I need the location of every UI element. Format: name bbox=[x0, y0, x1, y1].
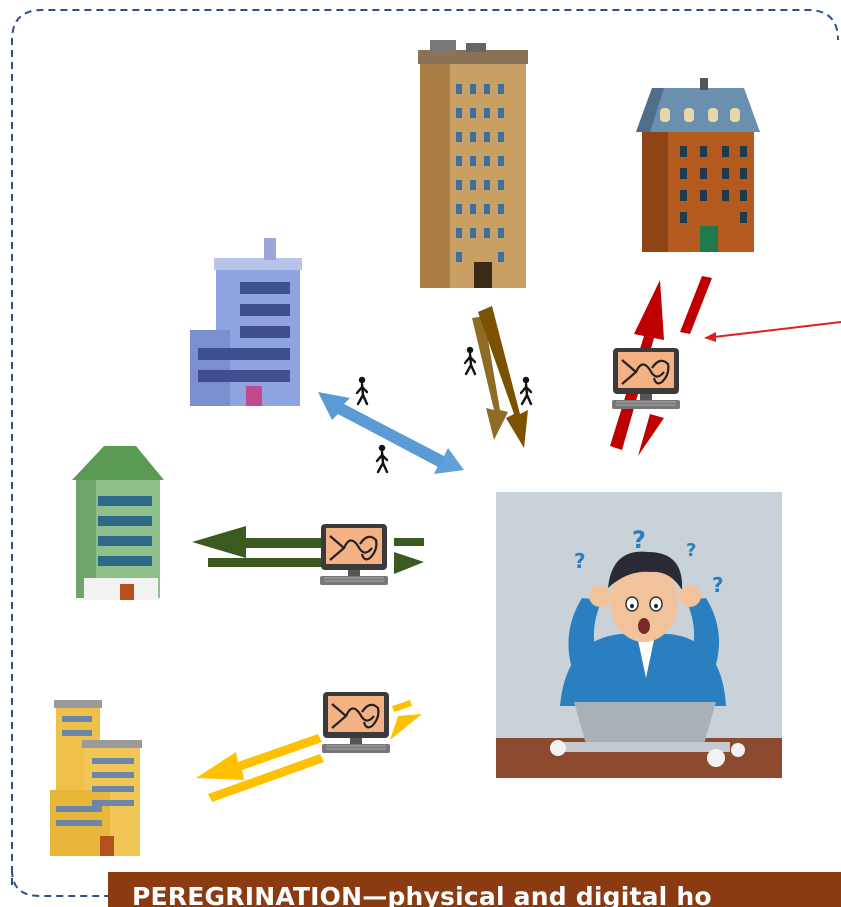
computer-icon bbox=[612, 348, 680, 409]
blue-walk-arrow bbox=[318, 392, 464, 474]
walker-icon bbox=[465, 347, 475, 374]
yellow-stepped-building bbox=[50, 700, 142, 856]
green-digital-arrow bbox=[192, 526, 424, 574]
green-roof-building bbox=[72, 446, 164, 600]
walker-icon bbox=[357, 377, 367, 404]
red-pointer-arrow bbox=[704, 322, 841, 342]
walker-icon bbox=[377, 445, 387, 472]
brown-walk-arrow bbox=[472, 306, 528, 448]
tall-tan-building bbox=[418, 40, 528, 288]
svg-text:?: ? bbox=[712, 573, 724, 597]
brick-mansard-building bbox=[636, 78, 760, 252]
banner-title: PEREGRINATION—physical and digital ho bbox=[132, 882, 712, 907]
svg-text:?: ? bbox=[574, 549, 586, 573]
confused-person-at-laptop: ? ? ? ? bbox=[496, 492, 782, 778]
svg-text:?: ? bbox=[632, 526, 646, 554]
blue-office-building bbox=[190, 238, 302, 406]
computer-icon bbox=[322, 692, 390, 753]
svg-text:?: ? bbox=[686, 540, 696, 561]
dashed-frame-bottom bbox=[12, 870, 108, 896]
banner: PEREGRINATION—physical and digital ho bbox=[108, 872, 841, 907]
walker-icon bbox=[521, 377, 531, 404]
computer-icon bbox=[320, 524, 388, 585]
